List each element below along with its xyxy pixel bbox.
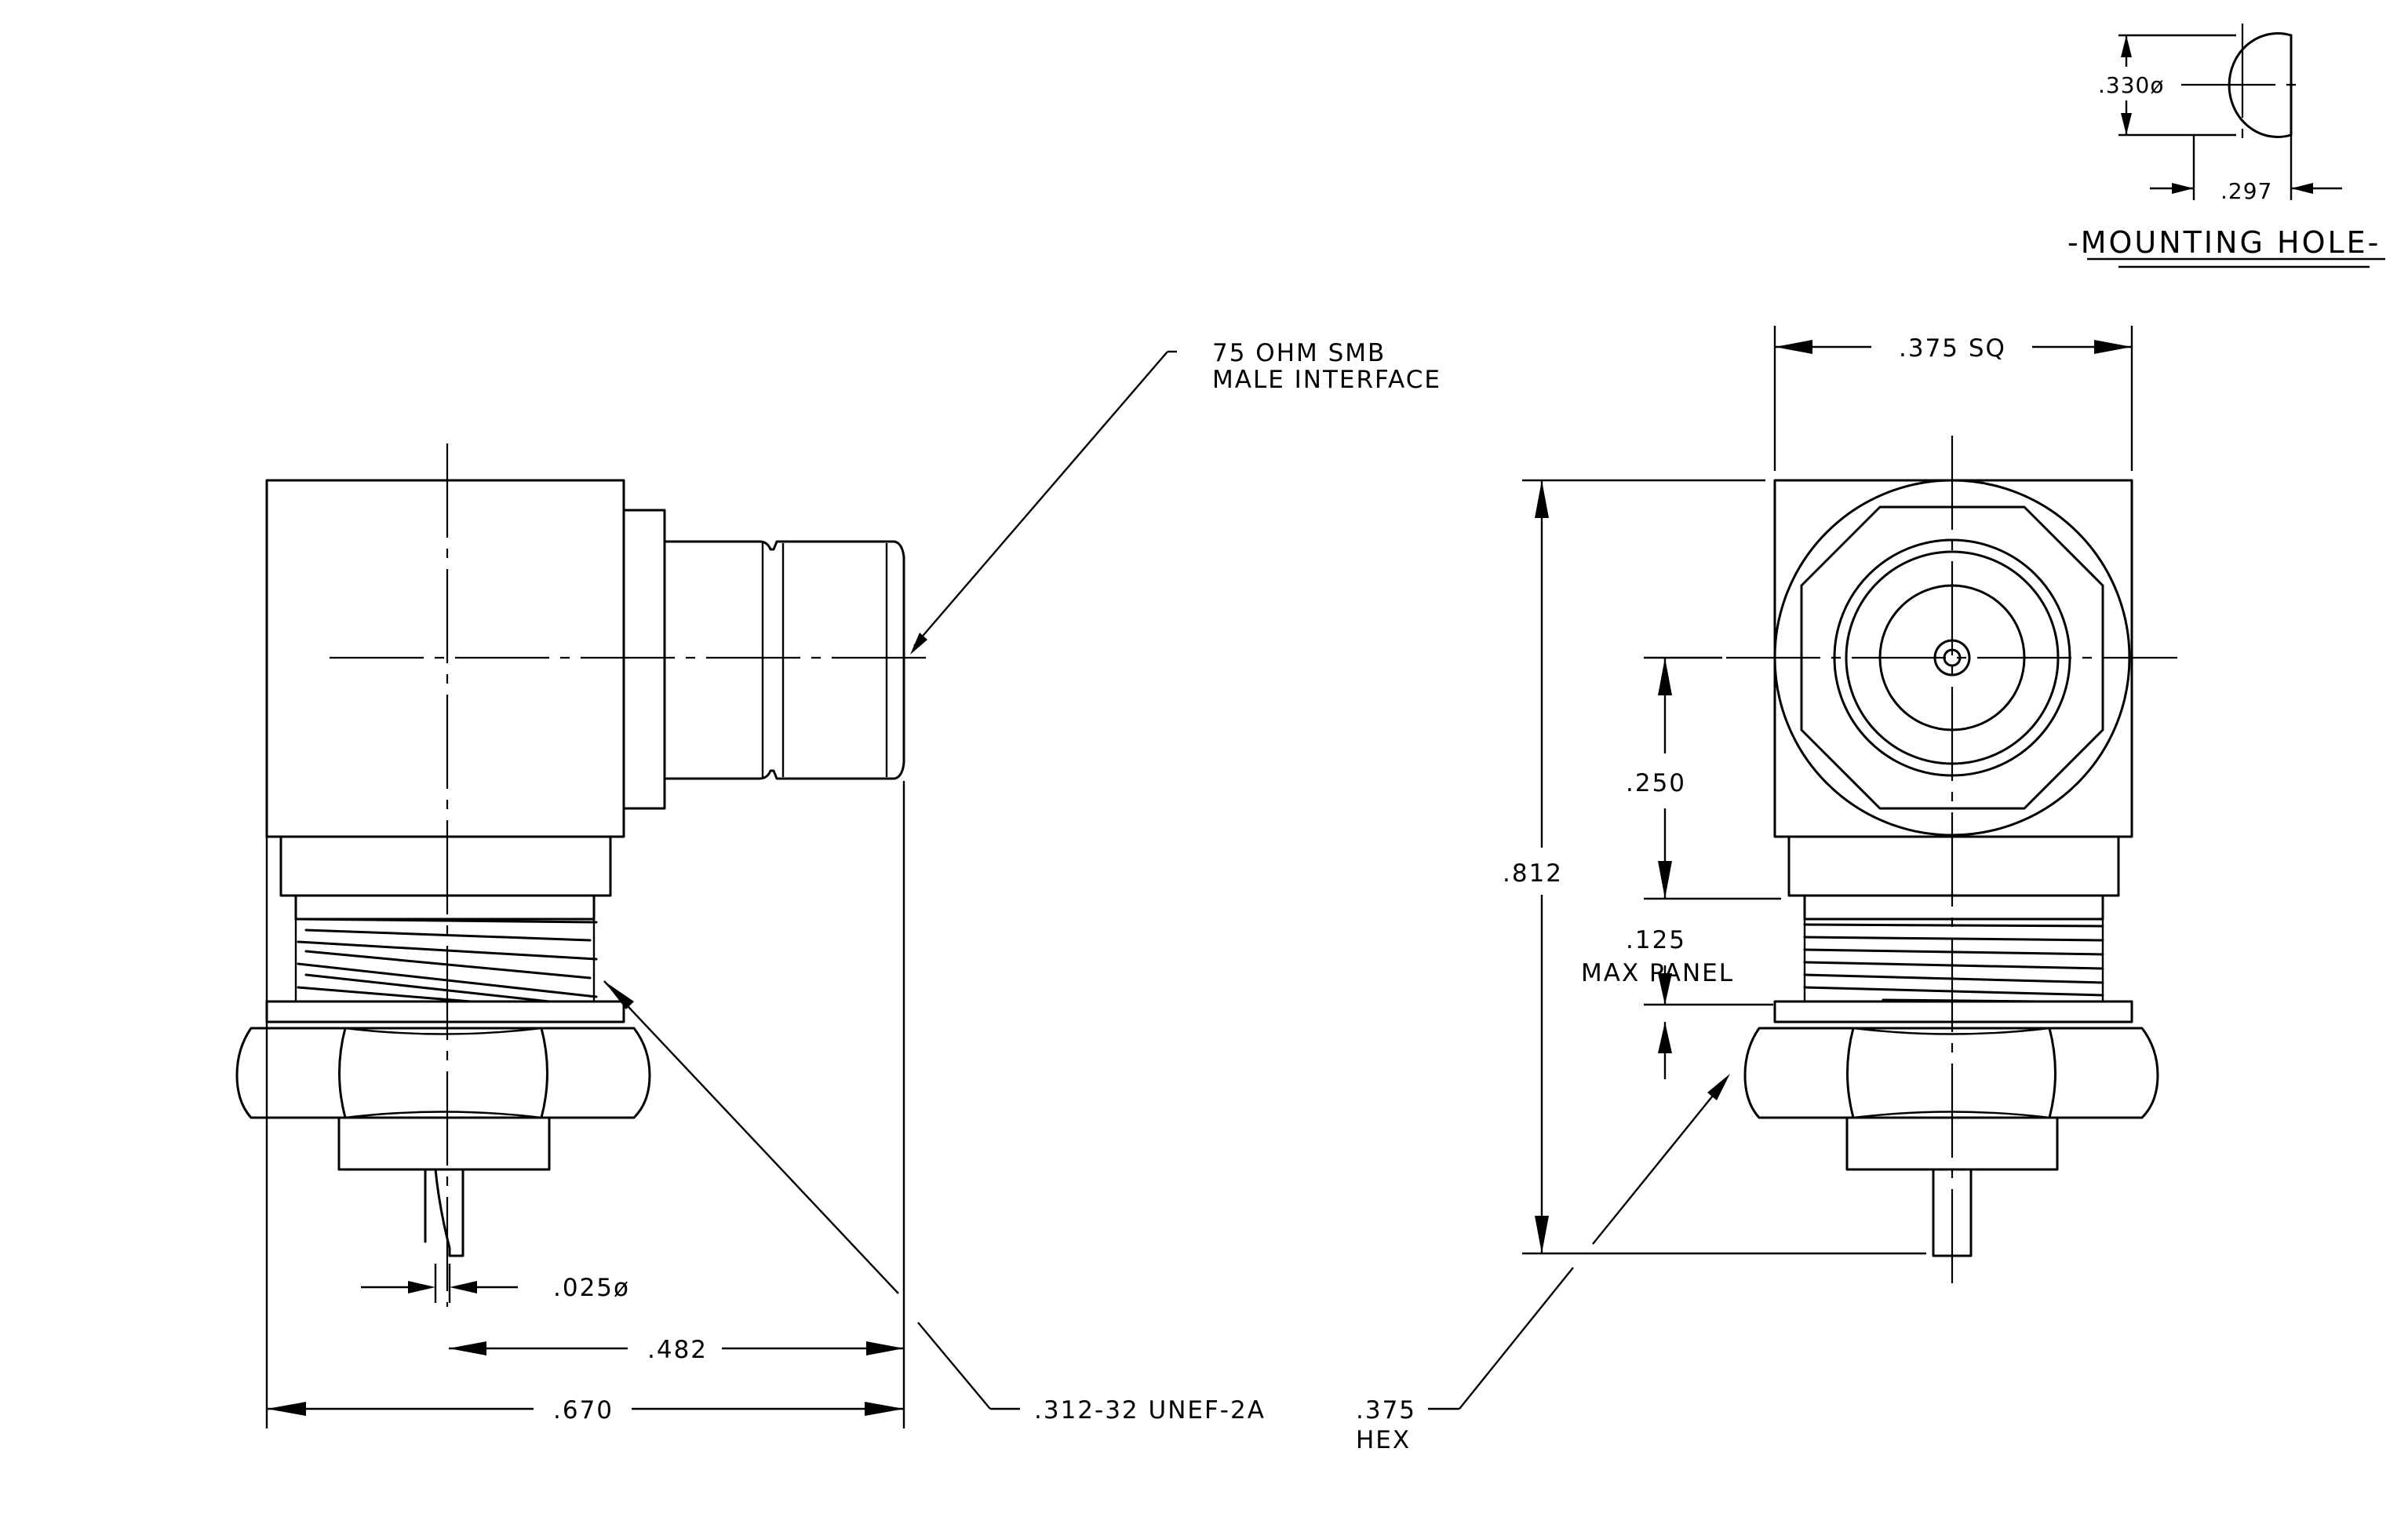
interface-label-line2: MALE INTERFACE <box>1212 366 1441 394</box>
hex-value-label: .375 <box>1356 1396 1416 1425</box>
dimension-125-panel: .125 MAX PANEL <box>1581 926 1773 1079</box>
pin-diameter-dimension: .025ø <box>361 1274 630 1302</box>
hex-callout: .375 HEX <box>1356 1074 1730 1454</box>
hex-text-label: HEX <box>1356 1426 1411 1454</box>
side-view <box>235 443 926 1428</box>
interface-label-line1: 75 OHM SMB <box>1212 339 1386 367</box>
interface-callout: 75 OHM SMB MALE INTERFACE <box>910 339 1441 655</box>
dimension-375-sq: .375 SQ <box>1773 326 2133 471</box>
dimension-812: .812 <box>1503 479 1926 1255</box>
dimension-482: .482 <box>449 1336 904 1364</box>
pin-diameter-label: .025ø <box>553 1274 630 1302</box>
dimension-250-label: .250 <box>1626 769 1686 797</box>
dimension-482-label: .482 <box>647 1336 708 1364</box>
thread-callout: .312-32 UNEF-2A <box>603 980 1266 1425</box>
thread-label: .312-32 UNEF-2A <box>1034 1396 1266 1425</box>
dimension-812-label: .812 <box>1503 859 1563 888</box>
dimension-670: .670 <box>267 1396 904 1425</box>
front-view <box>1726 436 2177 1283</box>
mounting-hole-title: -MOUNTING HOLE- <box>2067 225 2381 260</box>
dimension-375-sq-label: .375 SQ <box>1899 334 2006 363</box>
panel-text-label: MAX PANEL <box>1581 959 1734 987</box>
hole-diameter-label: .330ø <box>2098 72 2164 98</box>
hole-flat-label: .297 <box>2220 178 2272 204</box>
dimension-250: .250 <box>1626 656 1781 900</box>
mounting-hole-detail: .330ø .297 -MOUNTING HOLE- <box>2067 24 2385 268</box>
dimension-670-label: .670 <box>553 1396 614 1425</box>
panel-value-label: .125 <box>1626 926 1686 954</box>
